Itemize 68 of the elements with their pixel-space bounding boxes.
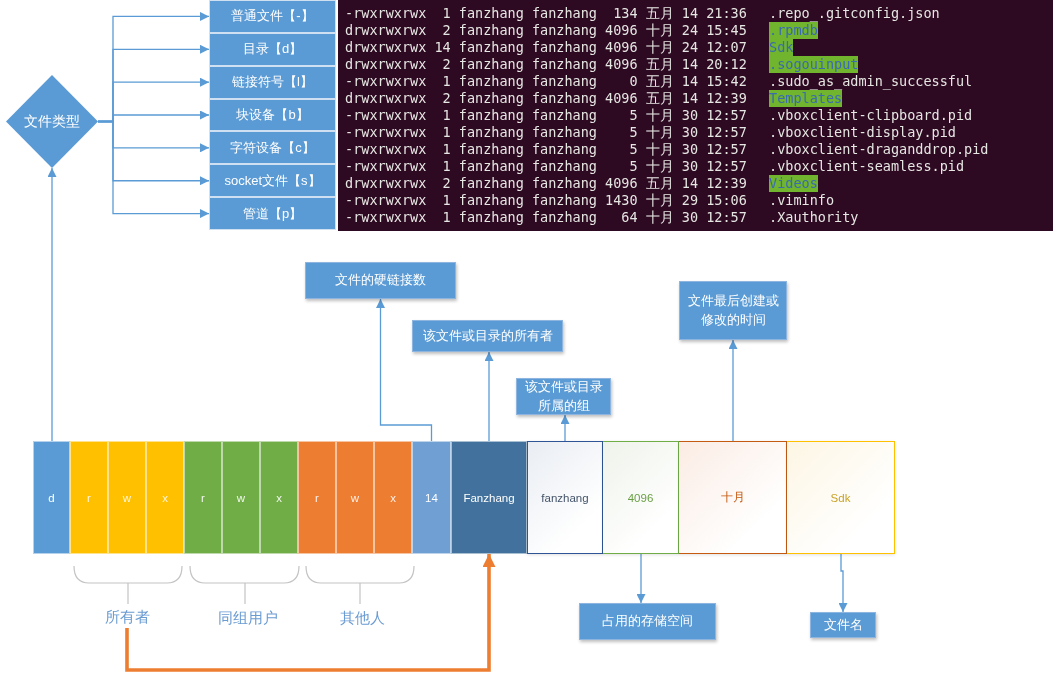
permission-cell: x bbox=[260, 441, 298, 554]
listing-text: -rwxrwxrwx 1 fanzhang fanzhang 134 五月 14 21:36 bbox=[345, 4, 747, 22]
permission-cell: x bbox=[146, 441, 184, 554]
arrow bbox=[97, 120, 210, 219]
permission-cell: r bbox=[184, 441, 222, 554]
owner-cell: Fanzhang bbox=[451, 441, 527, 554]
listing-text: -rwxrwxrwx 1 fanzhang fanzhang 5 十月 30 12:57 bbox=[345, 123, 747, 141]
file-type-box: 块设备【b】 bbox=[209, 98, 336, 132]
listing-text: -rwxrwxrwx 1 fanzhang fanzhang 1430 十月 29 15:06 bbox=[345, 191, 747, 209]
listing-text: -rwxrwxrwx 1 fanzhang fanzhang 64 十月 30 12:57 bbox=[345, 208, 747, 226]
file-type-box: socket文件【s】 bbox=[209, 164, 336, 198]
file-type-box: 目录【d】 bbox=[209, 32, 336, 66]
date-cell: 十月 bbox=[679, 441, 787, 554]
permission-cell: x bbox=[374, 441, 412, 554]
callout-box: 文件的硬链接数 bbox=[305, 262, 456, 299]
callout-box: 文件名 bbox=[810, 612, 876, 638]
terminal-window bbox=[338, 0, 1053, 231]
listing-text: drwxrwxrwx 2 fanzhang fanzhang 4096 五月 14 12:39 bbox=[345, 174, 747, 192]
permission-cell: w bbox=[222, 441, 260, 554]
arrow bbox=[560, 414, 570, 442]
listing-text: -rwxrwxrwx 1 fanzhang fanzhang 0 五月 14 15:42 bbox=[345, 72, 747, 90]
listing-text: drwxrwxrwx 14 fanzhang fanzhang 4096 十月 24 12:07 bbox=[345, 38, 747, 56]
listing-text: drwxrwxrwx 2 fanzhang fanzhang 4096 十月 24 15:45 bbox=[345, 21, 747, 39]
arrow bbox=[636, 553, 646, 604]
file-name: .vboxclient-display.pid bbox=[769, 123, 956, 141]
directory-name: Videos bbox=[769, 174, 818, 192]
listing-text: -rwxrwxrwx 1 fanzhang fanzhang 5 十月 30 12:57 bbox=[345, 140, 747, 158]
decision-diamond: 文件类型 bbox=[6, 75, 98, 168]
file-type-box: 管道【p】 bbox=[209, 197, 336, 230]
file-name: .viminfo bbox=[769, 191, 835, 209]
permission-cell: r bbox=[298, 441, 336, 554]
permission-cell: w bbox=[336, 441, 374, 554]
callout-box: 占用的存储空间 bbox=[579, 603, 716, 640]
file-type-box: 字符设备【c】 bbox=[209, 131, 336, 165]
arrow bbox=[728, 339, 738, 442]
group-cell: fanzhang bbox=[527, 441, 603, 554]
brace-label: 同组用户 bbox=[218, 608, 278, 628]
filename-cell: Sdk bbox=[787, 441, 895, 554]
directory-name: Templates bbox=[769, 89, 843, 107]
brace-label: 所有者 bbox=[103, 607, 151, 628]
listing-text: -rwxrwxrwx 1 fanzhang fanzhang 5 十月 30 12:57 bbox=[345, 106, 747, 124]
file-name: .repo_.gitconfig.json bbox=[769, 4, 940, 22]
directory-name: .sogouinput bbox=[769, 55, 859, 73]
type-cell: d bbox=[33, 441, 70, 554]
file-name: .vboxclient-draganddrop.pid bbox=[769, 140, 989, 158]
brace-label: 其他人 bbox=[339, 608, 385, 628]
listing-text: drwxrwxrwx 2 fanzhang fanzhang 4096 五月 14 20:12 bbox=[345, 55, 747, 73]
permission-cell: r bbox=[70, 441, 108, 554]
arrow bbox=[484, 351, 494, 442]
listing-text: drwxrwxrwx 2 fanzhang fanzhang 4096 五月 14 12:39 bbox=[345, 89, 747, 107]
file-name: .vboxclient-clipboard.pid bbox=[769, 106, 973, 124]
arrow bbox=[376, 298, 433, 442]
callout-box: 该文件或目录所属的组 bbox=[516, 378, 611, 415]
callout-box: 该文件或目录的所有者 bbox=[412, 320, 563, 352]
file-name: .Xauthority bbox=[769, 208, 859, 226]
arrow bbox=[838, 553, 848, 613]
file-type-box: 链接符号【l】 bbox=[209, 65, 336, 99]
link-count-cell: 14 bbox=[412, 441, 451, 554]
file-type-box: 普通文件【-】 bbox=[209, 0, 336, 33]
callout-box: 文件最后创建或修改的时间 bbox=[679, 281, 787, 340]
arrow bbox=[47, 167, 57, 442]
directory-name: .rpmdb bbox=[769, 21, 818, 39]
arrow bbox=[125, 554, 496, 672]
permission-cell: w bbox=[108, 441, 146, 554]
file-name: .vboxclient-seamless.pid bbox=[769, 157, 965, 175]
listing-text: -rwxrwxrwx 1 fanzhang fanzhang 5 十月 30 12:57 bbox=[345, 157, 747, 175]
size-cell: 4096 bbox=[603, 441, 679, 554]
file-name: .sudo_as_admin_successful bbox=[769, 72, 973, 90]
